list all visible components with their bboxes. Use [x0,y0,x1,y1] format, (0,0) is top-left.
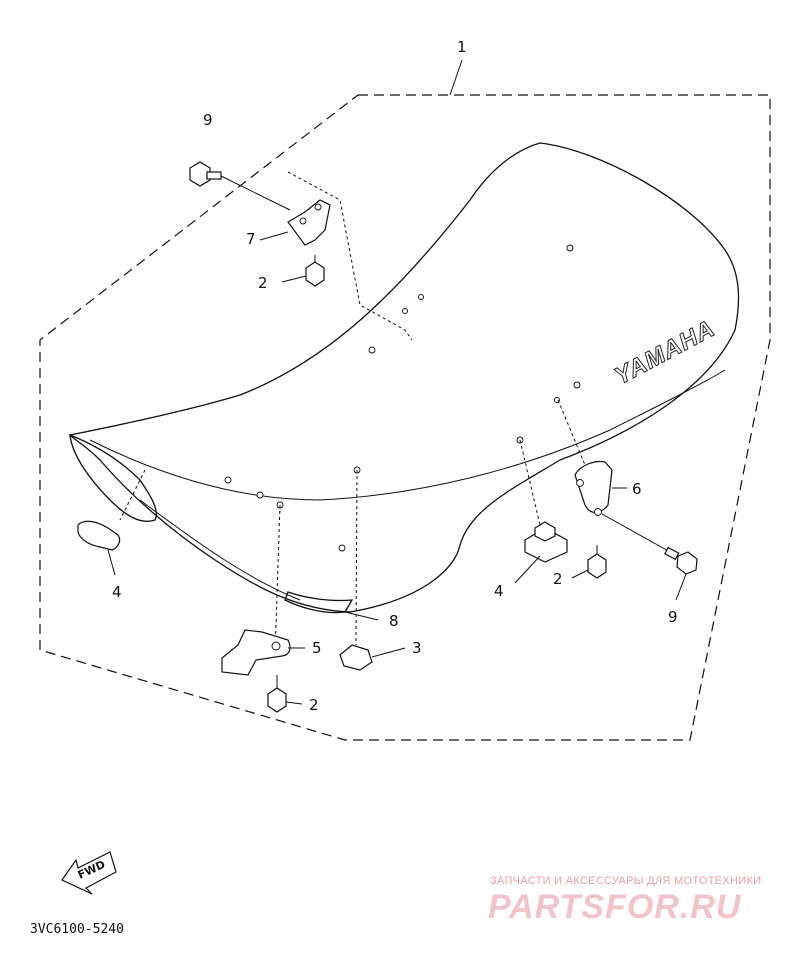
knob-4-left [77,520,121,576]
callout-2-top: 2 [258,274,268,292]
assembly-axes [119,171,586,656]
callout-2-right: 2 [553,570,563,588]
callout-3: 3 [412,639,422,657]
seat-piping [89,369,726,501]
nut-2-bottom [267,675,303,713]
callout-5: 5 [312,639,322,657]
assembly-boundary [39,94,771,741]
callout-6: 6 [632,480,642,498]
seat-base-strip [284,591,354,614]
clip-4-right [514,521,568,584]
callout-9-top: 9 [203,111,213,129]
seat-brand-text: YAMAHA [610,315,719,390]
seat-shell [68,142,740,613]
forward-arrow: FWD [61,851,117,895]
watermark-site: PARTSFOR.RU [488,888,742,926]
callout-9-right: 9 [668,608,678,626]
bracket-6 [574,460,627,516]
seat-nose [69,433,157,522]
bolt-9-right [601,513,698,601]
bracket-7 [259,199,331,246]
callout-8: 8 [389,612,399,630]
callout-2-bottom: 2 [309,696,319,714]
leader-1 [449,59,463,96]
callout-4-right: 4 [494,582,504,600]
callout-4-left: 4 [112,583,122,601]
nut-2-right [571,545,607,579]
watermark-tagline: ЗАПЧАСТИ И АКСЕССУАРЫ ДЛЯ МОТОТЕХНИКИ [490,875,761,887]
seat-holes [224,244,581,552]
nut-3 [339,644,406,671]
callout-1: 1 [457,38,467,56]
diagram-part-code: 3VC6100-5240 [30,922,124,937]
leader-8 [344,611,379,621]
nut-2-top [281,255,325,287]
seat-side-edge [139,499,301,601]
bolt-9-top [189,161,291,211]
bracket-5 [221,629,305,676]
callout-7: 7 [246,230,256,248]
